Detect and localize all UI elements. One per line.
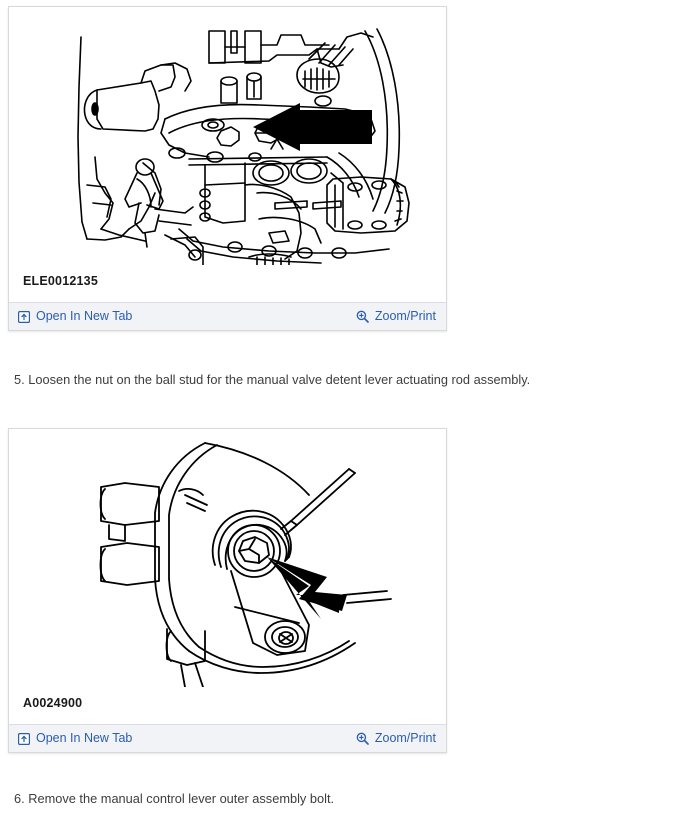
figure-art-1 (9, 7, 446, 265)
figure-panel-2: A0024900 Open In New Tab (8, 428, 447, 753)
zoom-print-link-1[interactable]: Zoom/Print (356, 310, 436, 323)
open-in-new-tab-icon (18, 732, 30, 745)
figure-panel-1: ELE0012135 Open In New Tab (8, 6, 447, 331)
step-5-text: 5. Loosen the nut on the ball stud for t… (14, 372, 531, 387)
zoom-print-label: Zoom/Print (374, 731, 436, 746)
zoom-print-label: Zoom/Print (374, 309, 436, 324)
open-in-new-tab-icon (18, 310, 30, 323)
figure-footer-1: Open In New Tab Zoom/Print (9, 302, 446, 330)
figure-art-2 (9, 429, 446, 687)
open-in-new-tab-link-1[interactable]: Open In New Tab (18, 310, 132, 323)
zoom-print-link-2[interactable]: Zoom/Print (356, 732, 436, 745)
open-in-new-tab-link-2[interactable]: Open In New Tab (18, 732, 132, 745)
callout-arrow-1 (253, 103, 372, 151)
step-6-text: 6. Remove the manual control lever outer… (14, 791, 335, 806)
manual-control-lever-bolt-diagram (99, 442, 392, 687)
open-in-new-tab-label: Open In New Tab (36, 309, 133, 324)
figure-caption-2: A0024900 (23, 696, 83, 710)
figure-caption-1: ELE0012135 (23, 274, 98, 288)
transmission-valve-body-diagram (77, 28, 410, 265)
magnifier-plus-icon (356, 310, 369, 323)
callout-arrow-2 (267, 557, 347, 619)
figure-footer-2: Open In New Tab Zoom/Print (9, 724, 446, 752)
magnifier-plus-icon (356, 732, 369, 745)
open-in-new-tab-label: Open In New Tab (36, 731, 133, 746)
